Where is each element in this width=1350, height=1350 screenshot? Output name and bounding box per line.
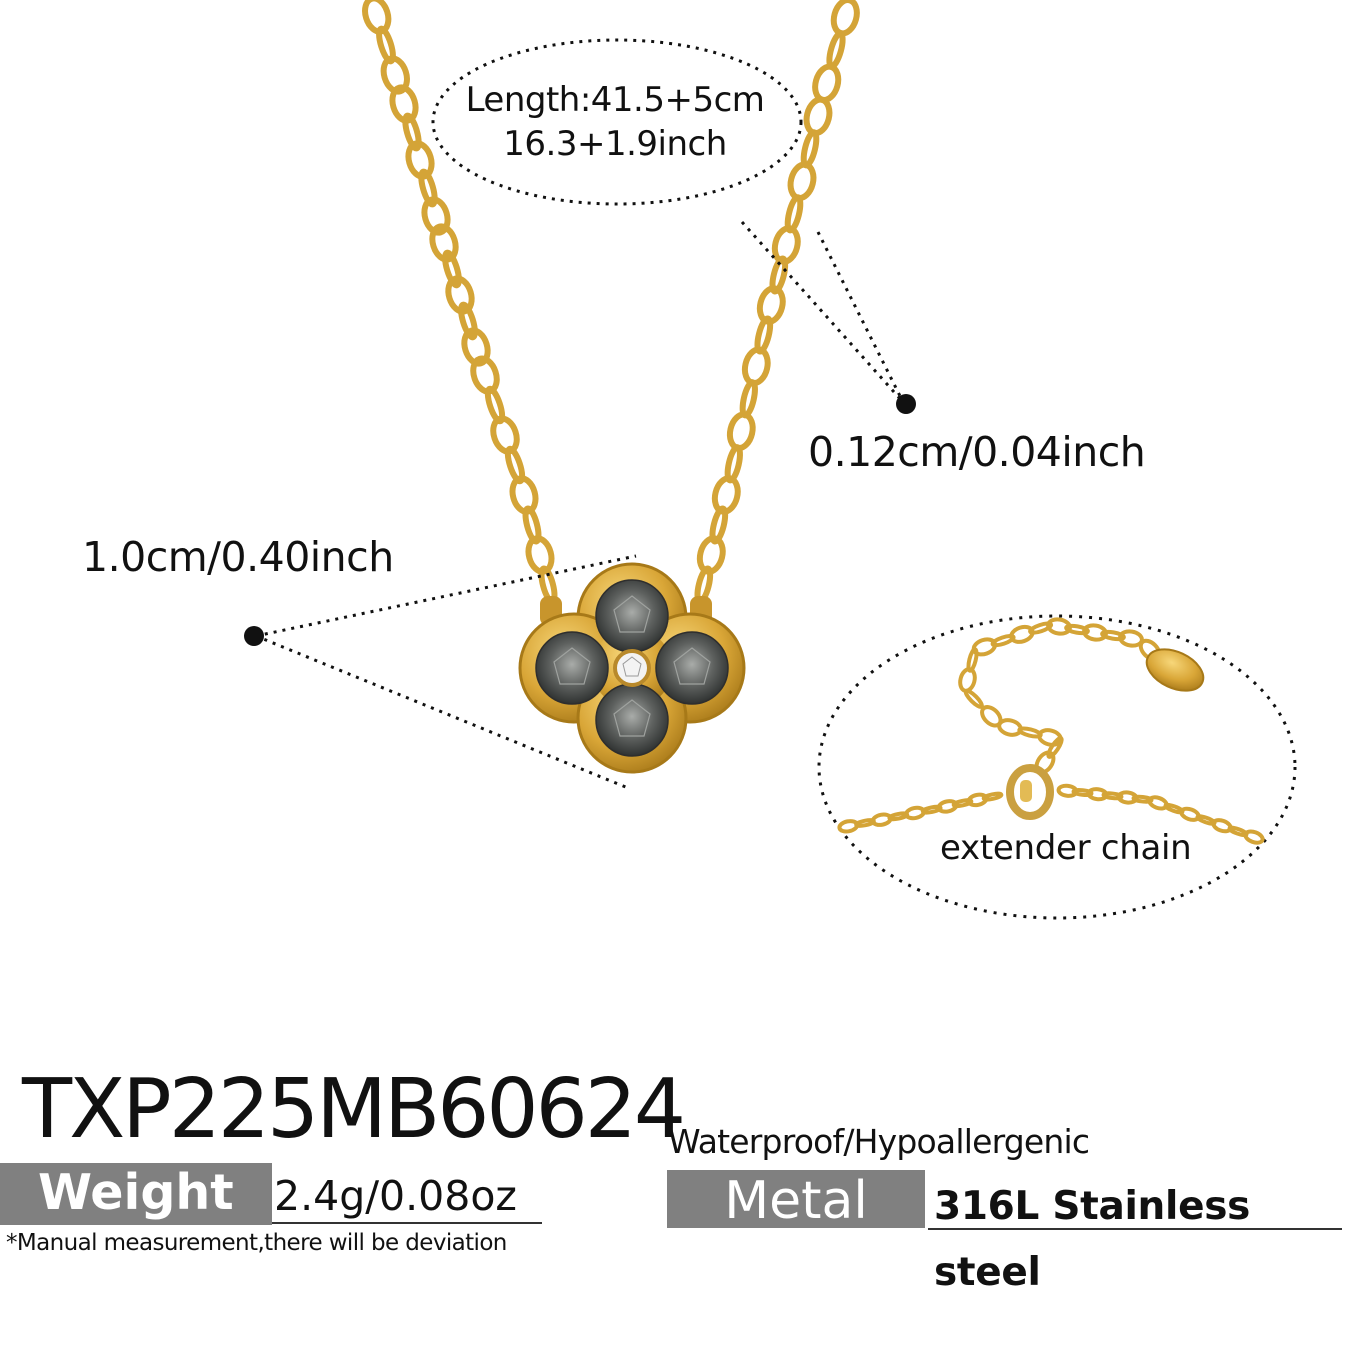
extender-chain — [837, 617, 1265, 845]
chain-link — [1046, 617, 1072, 636]
chain-link — [429, 223, 459, 263]
lobster-clasp — [1006, 764, 1054, 820]
length-label: Length:41.5+5cm 16.3+1.9inch — [440, 78, 790, 166]
product-code: TXP225MB60624 — [22, 1062, 686, 1157]
features-text: Waterproof/Hypoallergenic — [668, 1122, 1090, 1161]
chain-link — [421, 196, 451, 236]
chain-link — [980, 705, 1003, 728]
chain-link — [1101, 791, 1124, 801]
weight-value: 2.4g/0.08oz — [272, 1166, 542, 1224]
chain-link — [787, 161, 817, 202]
length-cm-text: Length:41.5+5cm — [465, 80, 765, 120]
metal-value: 316L Stainless steel — [928, 1174, 1342, 1295]
chain-link — [739, 379, 758, 419]
chain-link — [389, 84, 419, 124]
clover-pendant — [518, 562, 746, 774]
chain-link — [1028, 621, 1054, 635]
chain-link — [741, 346, 771, 387]
chain-link — [1064, 623, 1090, 636]
chain-link — [470, 355, 500, 395]
chain-link — [418, 168, 438, 208]
chain-link — [803, 96, 833, 137]
chain-link — [458, 301, 478, 341]
chain-width-label: 0.12cm/0.04inch — [808, 428, 1146, 476]
chain-link — [951, 798, 974, 809]
chain-right — [694, 0, 860, 605]
chain-link — [445, 275, 475, 315]
center-crystal-facet — [622, 656, 642, 677]
pendant-size-dot — [244, 626, 264, 646]
chain-link — [490, 415, 520, 455]
length-inch-text: 16.3+1.9inch — [503, 124, 727, 164]
chain-link — [1243, 829, 1265, 845]
chain-link — [830, 0, 860, 37]
weight-tag: Weight — [0, 1163, 272, 1225]
chain-link — [405, 140, 435, 180]
pendant-size-label: 1.0cm/0.40inch — [82, 533, 394, 581]
metal-tag: Metal — [667, 1170, 925, 1231]
chain-link — [1082, 623, 1108, 642]
extender-label: extender chain — [940, 828, 1192, 868]
chain-link — [380, 55, 410, 95]
chain-link — [402, 112, 422, 152]
center-crystal — [613, 649, 651, 687]
length-callout-ellipse — [431, 38, 803, 206]
chain-link — [990, 634, 1016, 648]
chain-link — [442, 249, 462, 289]
chain-link — [1071, 788, 1094, 797]
chain-link — [826, 30, 846, 70]
chain-link — [709, 505, 729, 545]
pendant-stones — [535, 579, 729, 757]
chain-link — [800, 129, 820, 169]
extender-tag — [1145, 648, 1205, 692]
chain-width-dot — [896, 394, 916, 414]
chain-link — [812, 63, 842, 103]
chain-link — [981, 791, 1004, 802]
chain-link — [726, 411, 756, 452]
stone-facets — [553, 595, 711, 737]
chain-link — [461, 327, 491, 367]
chain-link — [1100, 629, 1126, 642]
measurement-footnote: *Manual measurement,there will be deviat… — [6, 1230, 507, 1256]
chain-link — [362, 0, 392, 35]
chain-link — [769, 255, 789, 295]
chain-left — [362, 0, 558, 605]
extender-callout-ellipse — [817, 614, 1297, 920]
pendant-size-callout — [255, 554, 637, 790]
